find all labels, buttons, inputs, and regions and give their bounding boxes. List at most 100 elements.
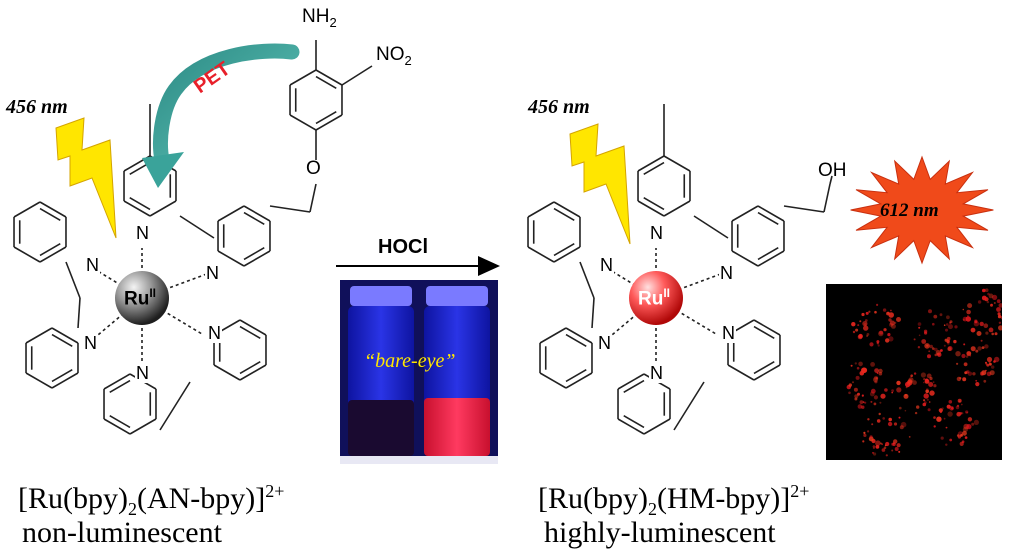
cell-speckle (882, 308, 887, 312)
cell-speckle (924, 343, 930, 349)
cell-speckle (921, 339, 927, 344)
cell-speckle (888, 312, 894, 318)
bond (239, 364, 267, 381)
cell-speckle (961, 440, 965, 443)
cell-speckle (943, 417, 946, 420)
cell-speckle (896, 317, 901, 322)
cell-speckle (878, 412, 881, 416)
cell-speckle (874, 310, 877, 314)
cell-speckle (852, 381, 854, 384)
bond (25, 327, 53, 344)
cell-speckle (945, 443, 948, 446)
vial-caption: “bare-eye” (364, 350, 456, 372)
bond (783, 205, 825, 213)
cell-speckle (951, 407, 954, 410)
cell-speckle (998, 303, 1002, 308)
cell-speckle (851, 322, 856, 327)
reagent-label: HOCl (378, 236, 428, 258)
bond (617, 418, 645, 435)
cell-speckle (855, 328, 859, 332)
cell-speckle (903, 393, 909, 399)
cell-speckle (994, 332, 998, 336)
emission-label: 612 nm (880, 200, 939, 221)
cell-speckle (984, 288, 989, 292)
cell-speckle (955, 351, 961, 357)
cell-speckle (972, 372, 976, 376)
bond (757, 211, 779, 225)
bond (757, 205, 785, 222)
bond (103, 418, 131, 435)
cell-speckle (997, 312, 1001, 316)
bond (103, 373, 131, 390)
cell-speckle (983, 379, 987, 383)
bond (643, 161, 665, 175)
cell-speckle (961, 412, 964, 415)
cell-speckle (983, 323, 989, 328)
bond (539, 327, 567, 344)
cell-speckle (852, 330, 856, 334)
bond (217, 250, 245, 267)
cell-speckle (982, 288, 986, 293)
cell-speckle (937, 352, 942, 357)
cell-speckle (979, 321, 984, 327)
cell-speckle (875, 445, 880, 449)
cell-speckle (890, 309, 892, 312)
cell-speckle (861, 405, 865, 409)
cell-speckle (874, 368, 879, 373)
cell-speckle (957, 435, 961, 439)
left-excitation-label: 456 nm (6, 96, 68, 118)
right-state-label: highly-luminescent (544, 516, 776, 549)
cell-speckle (991, 332, 994, 336)
cell-speckle (971, 422, 975, 426)
bond (39, 246, 67, 263)
cell-speckle (940, 349, 943, 352)
cell-speckle (875, 376, 878, 380)
bond (315, 69, 343, 86)
cell-speckle (991, 365, 995, 369)
pet-arrowhead (142, 152, 184, 188)
cell-speckle (899, 406, 902, 410)
cell-speckle (855, 375, 860, 380)
cell-speckle (966, 309, 971, 315)
cell-speckle (932, 347, 935, 350)
bond (753, 364, 781, 381)
cell-speckle (991, 303, 993, 306)
cell-speckle (857, 334, 863, 340)
bond (65, 261, 81, 299)
nitrogen-atom-label: N (205, 263, 220, 283)
cell-speckle (961, 353, 966, 359)
cell-speckle (956, 404, 960, 407)
cell-speckle (908, 436, 911, 438)
cell-speckle (848, 391, 851, 395)
bond (39, 201, 67, 218)
bond (243, 250, 271, 267)
cell-speckle (867, 418, 870, 421)
cell-speckle (853, 387, 858, 392)
bond (623, 379, 645, 393)
cell-speckle (954, 325, 958, 329)
bond (731, 205, 759, 222)
cell-speckle (916, 405, 920, 409)
cell-speckle (945, 328, 948, 332)
cell-speckle (917, 322, 922, 326)
bond (829, 175, 833, 185)
cell-speckle (933, 416, 936, 419)
cell-speckle (898, 416, 901, 419)
right-complex-formula: [Ru(bpy)2(HM-bpy)]2+ (538, 481, 810, 519)
bond (757, 247, 779, 261)
cell-speckle (873, 395, 878, 400)
cell-speckle (881, 448, 886, 452)
cell-speckle (879, 330, 884, 335)
bond (753, 319, 781, 336)
bond (341, 65, 373, 86)
cell-speckle (985, 331, 989, 335)
cell-speckle (859, 400, 864, 404)
cell-speckle (907, 379, 913, 384)
cell-speckle (880, 442, 882, 445)
cell-speckle (864, 401, 867, 404)
cell-speckle (975, 382, 980, 387)
cell-image (826, 284, 1002, 460)
left-complex-structure (13, 40, 373, 435)
cell-speckle (876, 419, 881, 423)
